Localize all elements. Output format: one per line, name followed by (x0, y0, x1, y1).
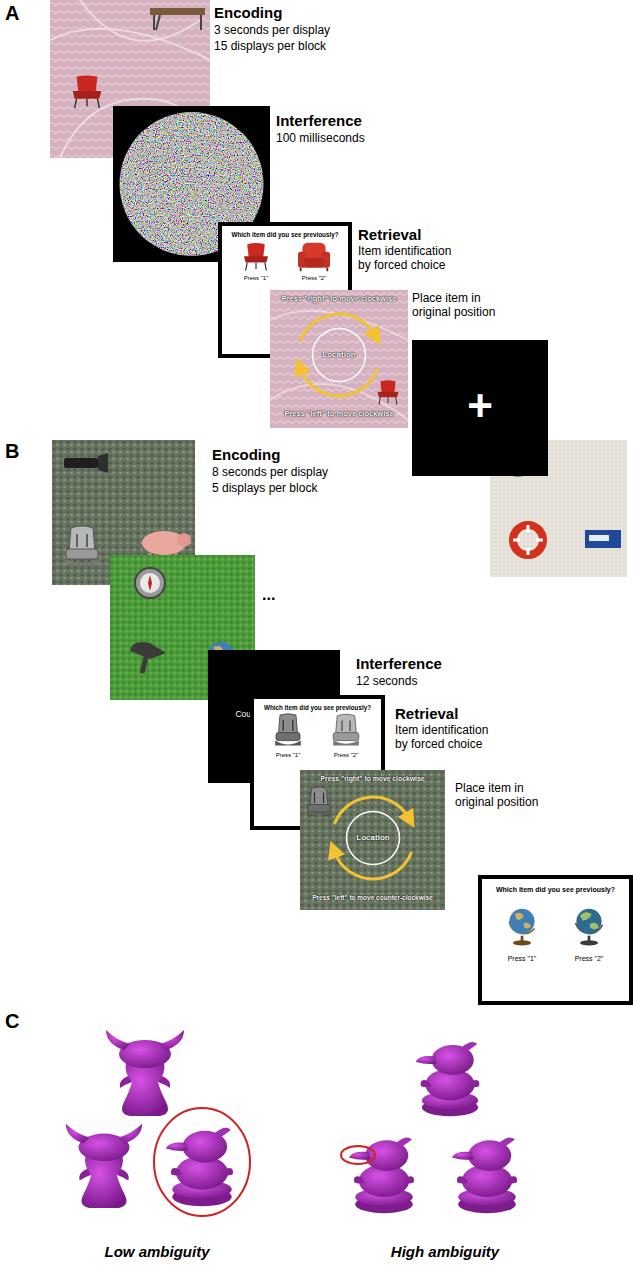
chair-icon (73, 75, 102, 108)
stage-detail: 8 seconds per display (212, 466, 328, 480)
stage-detail: 100 milliseconds (276, 132, 365, 146)
high-ambiguity-set (341, 1042, 517, 1213)
stage-detail: Place item in original position (412, 292, 512, 320)
stage-title: Interference (276, 112, 362, 129)
prompt-text: Which item did you see previously? (224, 231, 346, 238)
panel-letter: A (5, 2, 19, 25)
key-hint: Press "1" (263, 752, 313, 759)
stage-detail: 3 seconds per display (214, 24, 330, 38)
stage-detail: Place item in original position (455, 782, 555, 810)
bench-icon (150, 8, 205, 30)
placement-screen: Press "right" to move clockwisePress "le… (270, 290, 408, 428)
stage-detail: Item identification by forced choice (358, 245, 458, 273)
panel-letter: B (5, 440, 19, 463)
condition-label: Low ambiguity (92, 1243, 222, 1260)
stage-detail: Item identification by forced choice (395, 724, 495, 752)
stage-title: Interference (356, 655, 442, 672)
key-hint: Press "2" (289, 275, 339, 282)
retrieval-picture (482, 879, 629, 1001)
key-hint: Press "1" (497, 955, 547, 963)
key-hint: Press "2" (321, 752, 371, 759)
stage-title: Retrieval (395, 705, 458, 722)
fixation-screen: + (412, 340, 548, 476)
location-circle: Location (345, 810, 401, 866)
instruction-text: Press "left" to move counter-clockwise (302, 894, 443, 901)
prompt-text: Which item did you see previously? (256, 704, 379, 711)
instruction-text: Press "right" to move clockwise (302, 775, 443, 783)
retrieval-screen: Which item did you see previously? Press … (478, 875, 633, 1005)
location-text: Location (345, 833, 401, 842)
instruction-text: Press "right" to move clockwise (272, 295, 406, 304)
key-hint: Press "2" (564, 955, 614, 963)
location-circle: Location (311, 327, 367, 383)
prompt-text: Which item did you see previously? (484, 886, 627, 894)
stage-detail: 15 displays per block (214, 40, 326, 54)
placement-screen: Press "right" to move clockwisePress "le… (300, 770, 445, 910)
ellipsis: ... (262, 586, 275, 604)
stage-title: Encoding (212, 446, 280, 463)
stage-title: Retrieval (358, 226, 421, 243)
stage-title: Encoding (214, 4, 282, 21)
location-text: Location (311, 350, 367, 359)
instruction-text: Press "left" to move clockwise (272, 410, 406, 419)
condition-label: High ambiguity (375, 1243, 515, 1260)
low-ambiguity-set (66, 1030, 250, 1216)
stage-detail: 5 displays per block (212, 482, 317, 496)
key-hint: Press "1" (231, 275, 281, 282)
stage-detail: 12 seconds (356, 675, 417, 689)
panel-letter: C (5, 1010, 19, 1033)
fixation-cross: + (412, 384, 548, 428)
